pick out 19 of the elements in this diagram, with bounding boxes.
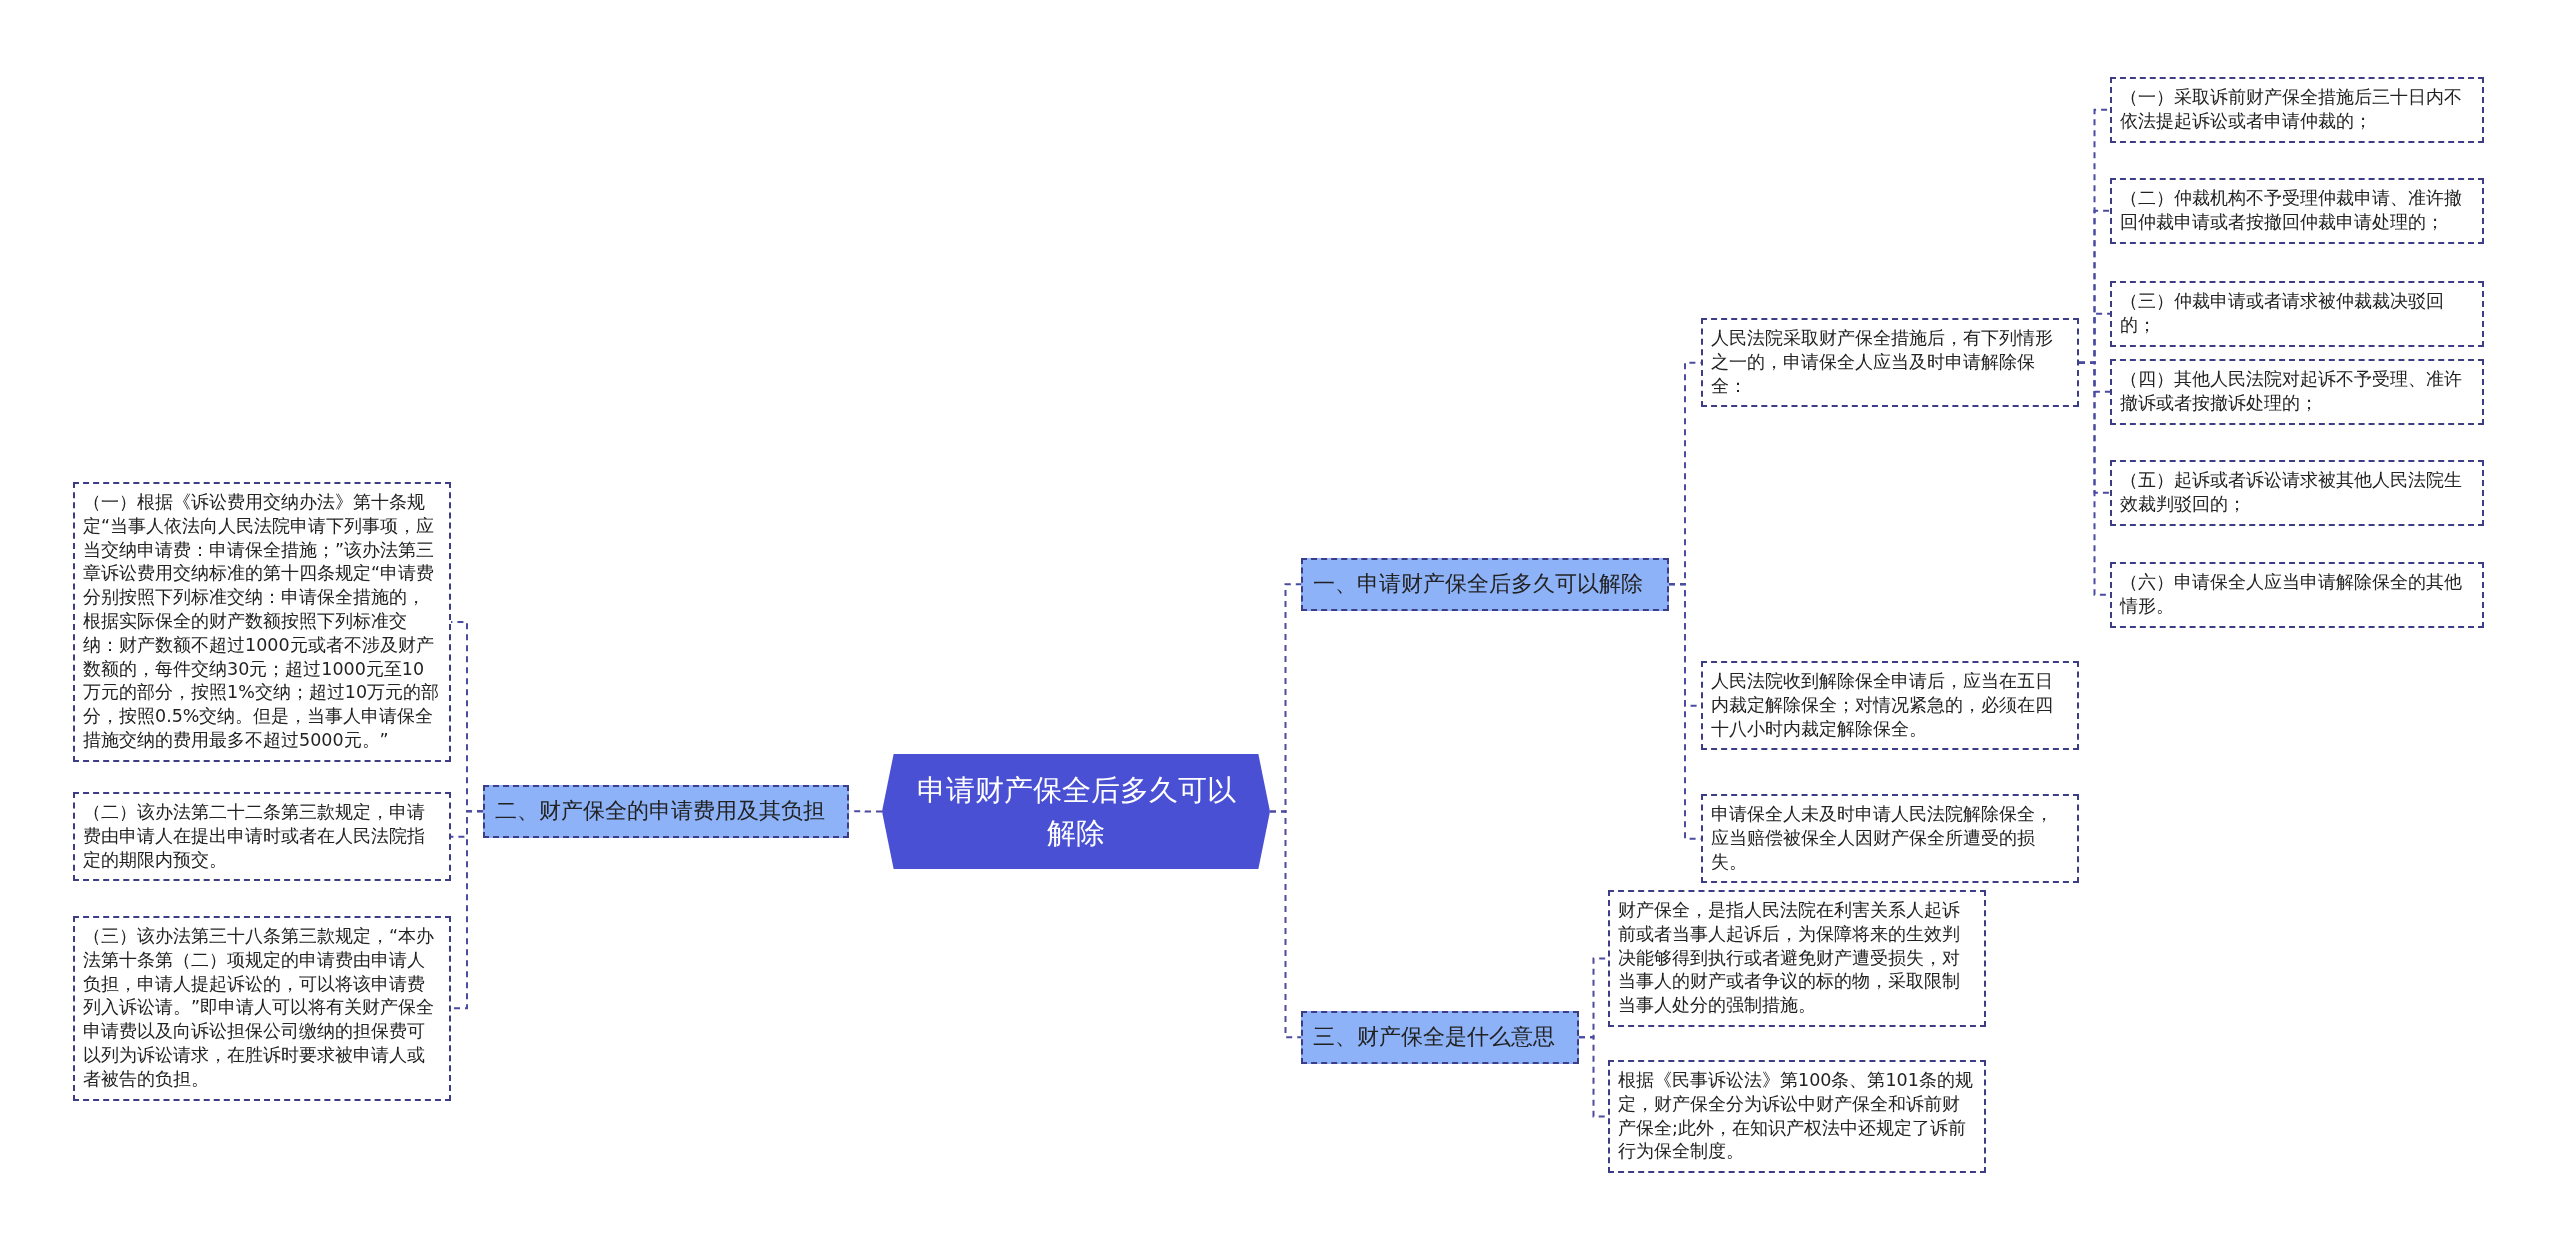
text-box: （二）该办法第二十二条第三款规定，申请费由申请人在提出申请时或者在人民法院指定的期限内预交。 bbox=[73, 792, 451, 882]
text-box: （五）起诉或者诉讼请求被其他人民法院生效裁判驳回的； bbox=[2110, 460, 2484, 526]
central-topic: 申请财产保全后多久可以解除 bbox=[882, 754, 1270, 869]
text-box: （三）该办法第三十八条第三款规定，“本办法第十条第（二）项规定的申请费由申请人负担，申请人提起诉讼的，可以将该申请费列入诉讼请。”即申请人可以将有关财产保全申请费以及向诉讼担保公司缴纳的担保费可以列为诉讼请求，在胜诉时要求被申请人或者被告的负担。 bbox=[73, 916, 451, 1101]
connector bbox=[1269, 810, 1302, 1039]
text-box: （三）仲裁申请或者请求被仲裁裁决驳回的； bbox=[2110, 281, 2484, 347]
text-box: 人民法院收到解除保全申请后，应当在五日内裁定解除保全；对情况紧急的，必须在四十八小时内裁定解除保全。 bbox=[1701, 661, 2079, 751]
branch-topic: 二、财产保全的申请费用及其负担 bbox=[483, 785, 849, 838]
text-box: （四）其他人民法院对起诉不予受理、准许撤诉或者按撤诉处理的； bbox=[2110, 359, 2484, 425]
text-box: 财产保全，是指人民法院在利害关系人起诉前或者当事人起诉后，为保障将来的生效判决能够得到执行或者避免财产遭受损失，对当事人的财产或者争议的标的物，采取限制当事人处分的强制措施。 bbox=[1608, 890, 1986, 1027]
text-box: （二）仲裁机构不予受理仲裁申请、准许撤回仲裁申请或者按撤回仲裁申请处理的； bbox=[2110, 178, 2484, 244]
text-box: 人民法院采取财产保全措施后，有下列情形之一的，申请保全人应当及时申请解除保全： bbox=[1701, 318, 2079, 408]
branch-topic: 三、财产保全是什么意思 bbox=[1301, 1011, 1579, 1064]
text-box: （一）根据《诉讼费用交纳办法》第十条规定“当事人依法向人民法院申请下列事项，应当交纳申请费：申请保全措施；”该办法第三章诉讼费用交纳标准的第十四条规定“申请费分别按照下列标准交纳：申请保全措施的，根据实际保全的财产数额按照下列标准交纳：财产数额不超过1000元或者不涉及财产数额的，每件交纳30元；超过1000元至10万元的部分，按照1%交纳；超过10万元的部分，按照0.5%交纳。但是，当事人申请保全措施交纳的费用最多不超过5000元。” bbox=[73, 482, 451, 762]
branch-topic: 一、申请财产保全后多久可以解除 bbox=[1301, 558, 1669, 611]
text-box: 申请保全人未及时申请人民法院解除保全，应当赔偿被保全人因财产保全所遭受的损失。 bbox=[1701, 794, 2079, 884]
text-box: （一）采取诉前财产保全措施后三十日内不依法提起诉讼或者申请仲裁的； bbox=[2110, 77, 2484, 143]
text-box: 根据《民事诉讼法》第100条、第101条的规定，财产保全分为诉讼中财产保全和诉前财产保全;此外，在知识产权法中还规定了诉前行为保全制度。 bbox=[1608, 1060, 1986, 1174]
text-box: （六）申请保全人应当申请解除保全的其他情形。 bbox=[2110, 562, 2484, 628]
